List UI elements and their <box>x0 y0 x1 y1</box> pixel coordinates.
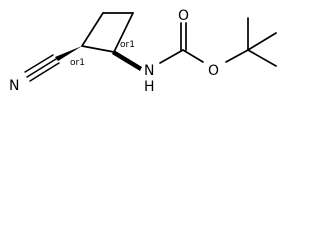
bold-bond-to-amide-n <box>112 50 142 71</box>
stereo-label-amine-carbon: or1 <box>120 40 135 50</box>
carbonyl-oxygen-label: O <box>178 8 189 24</box>
molecule-structure-diagram: N N H O O or1 or1 <box>9 8 277 95</box>
tbutyl-methyl-right <box>247 32 277 51</box>
tert-butyl-group <box>247 17 277 67</box>
carbamate-chain <box>159 22 249 64</box>
nitrile-triple-bond <box>24 54 60 82</box>
ester-oxygen-label: O <box>208 63 219 79</box>
triple-bond-line-3 <box>29 62 60 82</box>
triple-bond-line-2 <box>24 54 54 73</box>
cyclopropane-ring <box>81 12 134 53</box>
amide-hydrogen-label: H <box>144 79 155 95</box>
ring-bond-bottom <box>81 45 115 53</box>
tbutyl-methyl-down <box>247 49 277 67</box>
nitrile-nitrogen-label: N <box>9 78 19 94</box>
bond-carbonyl-c-to-ester-o <box>182 49 204 63</box>
bond-n-to-carbonyl-c <box>159 49 184 64</box>
ring-bond-left <box>81 12 104 47</box>
bond-ester-o-to-quaternary-c <box>225 49 249 63</box>
stereo-label-nitrile-carbon: or1 <box>70 58 85 68</box>
ring-bond-right <box>113 12 134 53</box>
wedge-bond-to-nitrile <box>55 46 82 61</box>
triple-bond-line-1 <box>26 58 57 78</box>
amide-nitrogen-label: N <box>144 63 154 79</box>
